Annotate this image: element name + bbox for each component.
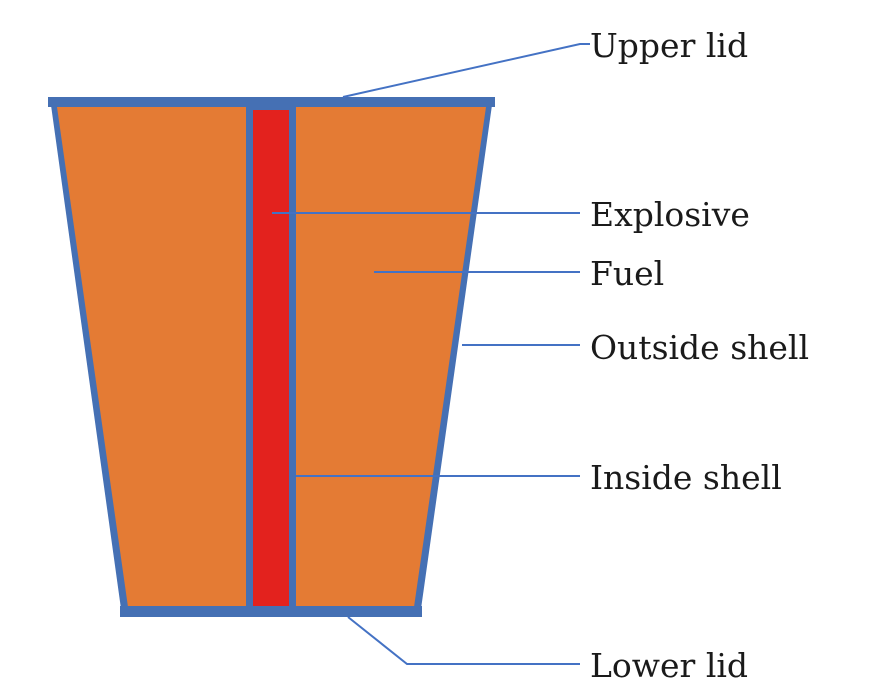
leader-upper-lid — [342, 43, 590, 98]
label-lower-lid: Lower lid — [590, 646, 748, 685]
label-fuel: Fuel — [590, 254, 664, 293]
label-inside-shell: Inside shell — [590, 458, 782, 497]
explosive-core — [253, 110, 289, 606]
leader-lower-lid — [347, 616, 580, 665]
label-explosive: Explosive — [590, 195, 750, 234]
upper-lid — [48, 97, 495, 107]
label-upper-lid: Upper lid — [590, 26, 748, 65]
lower-lid — [120, 606, 422, 617]
label-outside-shell: Outside shell — [590, 328, 809, 367]
